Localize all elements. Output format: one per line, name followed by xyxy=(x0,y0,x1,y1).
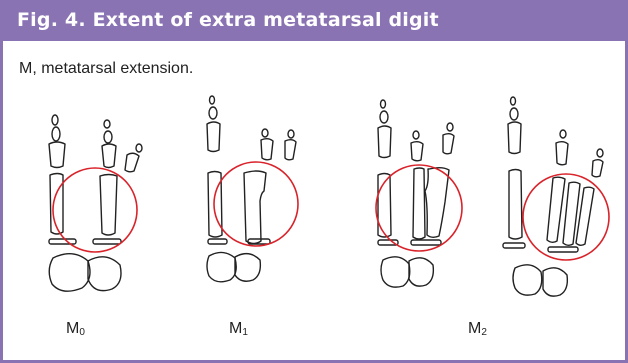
panel-m2a-drawing xyxy=(376,100,462,287)
foot-drawings xyxy=(3,3,625,360)
panel-label-m2: M2 xyxy=(468,320,487,338)
panel-label-m0: M0 xyxy=(66,320,85,338)
panel-m0-drawing xyxy=(49,115,142,291)
panel-m1-drawing xyxy=(207,96,298,282)
panel-label-m1: M1 xyxy=(229,320,248,338)
panel-m2b-drawing xyxy=(503,97,609,296)
